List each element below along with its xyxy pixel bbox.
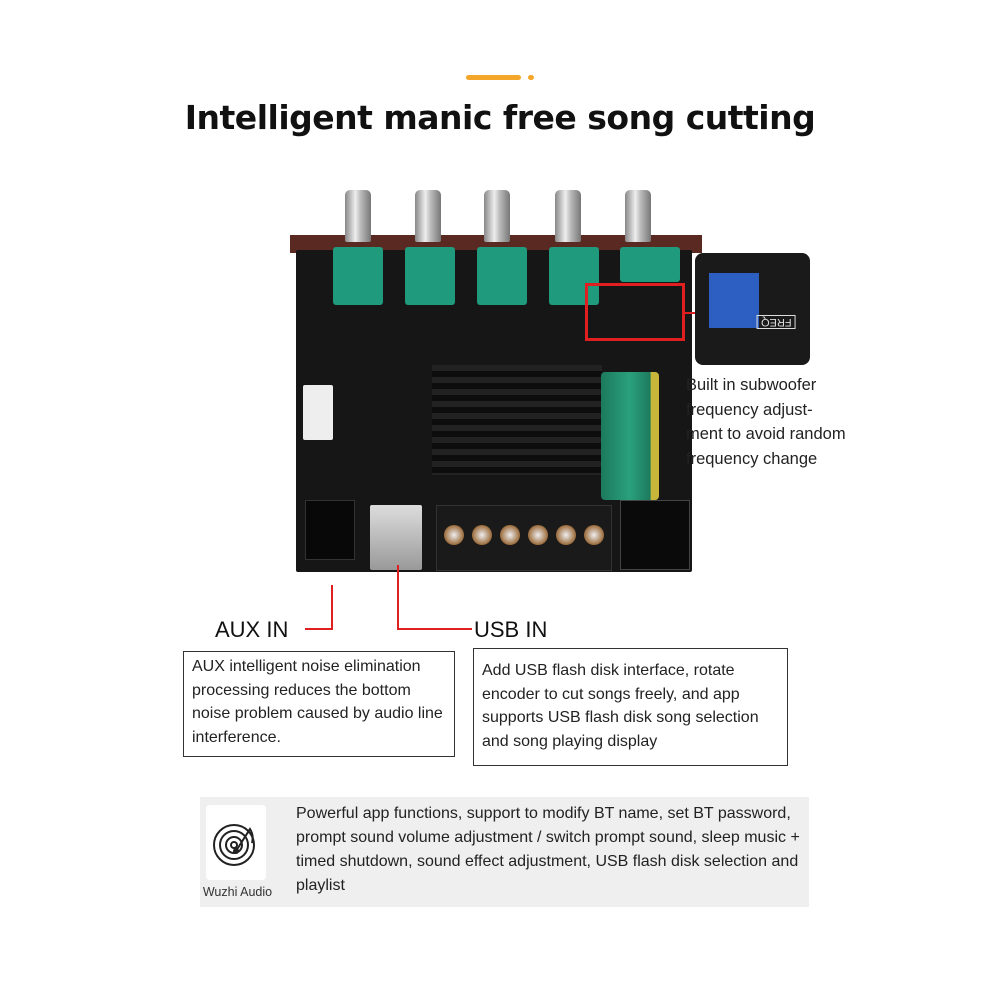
knob: [625, 190, 651, 242]
front-panel: [290, 235, 702, 253]
aux-jack: [305, 500, 355, 560]
screw: [500, 525, 520, 545]
usb-callout-line: [397, 628, 472, 630]
subwoofer-description: Built in subwoofer frequency adjust- men…: [686, 376, 846, 468]
potentiometer: [620, 247, 680, 282]
potentiometer: [333, 247, 383, 305]
heatsink: [432, 365, 602, 475]
knob: [484, 190, 510, 242]
usb-description: Add USB flash disk interface, rotate enc…: [473, 648, 788, 766]
screw: [528, 525, 548, 545]
app-features-panel: Wuzhi Audio Powerful app functions, supp…: [200, 797, 809, 907]
knob: [555, 190, 581, 242]
app-description: Powerful app functions, support to modif…: [296, 805, 800, 894]
knob: [345, 190, 371, 242]
freq-label: FREQ: [757, 315, 796, 329]
accent-line: [466, 75, 521, 80]
knob: [415, 190, 441, 242]
bluetooth-antenna: [303, 385, 333, 440]
aux-description: AUX intelligent noise elimination proces…: [183, 651, 455, 757]
usb-callout-line: [397, 565, 399, 630]
aux-callout-line: [305, 628, 333, 630]
potentiometer: [477, 247, 527, 305]
aux-callout-line: [331, 585, 333, 630]
terminal-block: [436, 505, 612, 571]
potentiometer: [405, 247, 455, 305]
accent-dot: [528, 75, 534, 80]
highlight-box: [585, 283, 685, 341]
screw: [556, 525, 576, 545]
app-logo-icon: [206, 805, 266, 880]
screw: [444, 525, 464, 545]
capacitor: [601, 372, 659, 500]
page-title: Intelligent manic free song cutting: [184, 98, 816, 137]
callout-line: [685, 312, 697, 314]
potentiometer: [549, 247, 599, 305]
screw: [472, 525, 492, 545]
usb-port: [370, 505, 422, 570]
usb-in-label: USB IN: [474, 617, 548, 642]
dc-jack: [620, 500, 690, 570]
trim-potentiometer: [709, 273, 759, 328]
brand-name: Wuzhi Audio: [202, 885, 273, 899]
aux-in-label: AUX IN: [215, 617, 289, 642]
inset-zoom-image: FREQ: [695, 253, 810, 365]
screw: [584, 525, 604, 545]
